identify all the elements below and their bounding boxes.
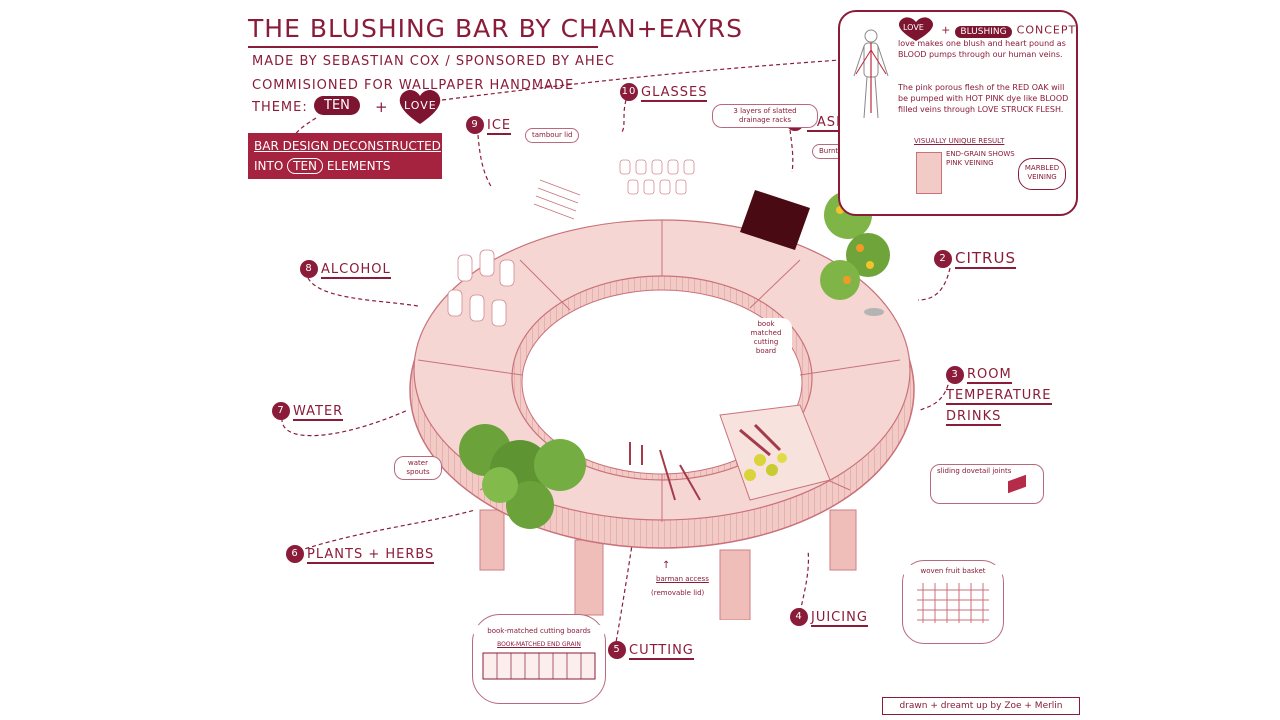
note-book-matched-board: book matched cutting board [740, 318, 792, 358]
theme-ten-badge: TEN [314, 96, 360, 115]
page-title: THE BLUSHING BAR BY CHAN+EAYRS [248, 14, 744, 43]
love-heart-icon: LOVE [898, 17, 934, 41]
human-body-icon [853, 29, 889, 119]
end-grain-board-icon [482, 652, 596, 680]
deconstructed-into: INTO [254, 159, 284, 173]
deconstructed-elements: ELEMENTS [326, 159, 391, 173]
concept-para2: The pink porous flesh of the RED OAK wil… [898, 83, 1069, 114]
element-name-ice: ICE [487, 117, 512, 135]
element-name-water: WATER [293, 403, 344, 421]
note-barman-access: barman access [650, 573, 715, 586]
theme-love-heart-icon [399, 89, 441, 124]
element-name-juicing: JUICING [811, 609, 868, 627]
element-name-plants: PLANTS + HERBS [307, 546, 435, 564]
element-number-5: 5 [608, 641, 626, 659]
note-cutting-boards: book-matched cutting boards [473, 625, 605, 638]
element-name-room-temp: ROOM TEMPERATURE DRINKS [946, 367, 1052, 426]
element-name-citrus: CITRUS [955, 249, 1016, 269]
credit-box: drawn + dreamt up by Zoe + Merlin [882, 697, 1080, 715]
concept-love: LOVE [903, 23, 924, 32]
concept-marbled: MARBLED VEINING [1018, 158, 1066, 190]
note-end-grain: BOOK-MATCHED END GRAIN [473, 638, 605, 651]
theme-plus: + [375, 98, 389, 116]
note-drainage-racks: 3 layers of slatted drainage racks [712, 104, 818, 128]
element-name-alcohol: ALCOHOL [321, 261, 391, 279]
note-dovetail: sliding dovetail joints [930, 464, 1044, 504]
cutting-boards-note: book-matched cutting boards BOOK-MATCHED… [472, 614, 606, 704]
concept-heading: LOVE + BLUSHING CONCEPT [896, 16, 1076, 42]
concept-visually-unique: VISUALLY UNIQUE RESULT [914, 137, 1005, 145]
theme-label: THEME: [252, 100, 308, 115]
concept-blushing: BLUSHING [955, 25, 1012, 38]
commissioned-line: COMMISIONED FOR WALLPAPER HANDMADE [252, 78, 575, 93]
end-grain-sample [916, 152, 942, 194]
element-number-9: 9 [466, 116, 484, 134]
made-by-line: MADE BY SEBASTIAN COX / SPONSORED BY AHE… [252, 54, 615, 69]
bar-illustration [409, 159, 915, 620]
theme-love-label: LOVE [404, 99, 437, 112]
note-tambour-lid: tambour lid [525, 128, 580, 143]
element-number-10: 10 [620, 83, 638, 101]
title-underline [248, 46, 598, 48]
concept-end-grain: END-GRAIN SHOWS PINK VEINING [946, 150, 1015, 167]
element-number-4: 4 [790, 608, 808, 626]
element-number-7: 7 [272, 402, 290, 420]
concept-box: LOVE + BLUSHING CONCEPT love makes one b… [838, 10, 1078, 216]
deconstructed-ten: TEN [287, 158, 324, 174]
element-name-cutting: CUTTING [629, 642, 694, 660]
note-water-spouts: water spouts [394, 456, 442, 480]
concept-word: CONCEPT [1016, 23, 1077, 37]
note-removable-lid: (removable lid) [645, 587, 711, 600]
element-number-8: 8 [300, 260, 318, 278]
element-name-glasses: GLASSES [641, 84, 708, 102]
concept-plus: + [941, 23, 951, 37]
concept-para1: love makes one blush and heart pound as … [898, 39, 1066, 59]
note-woven-basket: woven fruit basket [903, 565, 1003, 578]
element-number-3: 3 [946, 365, 964, 384]
woven-basket-icon [917, 583, 989, 623]
arrow-up-icon: ↑ [662, 560, 671, 571]
deconstructed-line1: BAR DESIGN DECONSTRUCTED [254, 139, 441, 153]
element-number-6: 6 [286, 545, 304, 563]
element-number-2: 2 [934, 249, 952, 268]
woven-basket-note: woven fruit basket [902, 560, 1004, 644]
deconstructed-box: BAR DESIGN DECONSTRUCTED INTO TEN ELEMEN… [248, 133, 442, 179]
